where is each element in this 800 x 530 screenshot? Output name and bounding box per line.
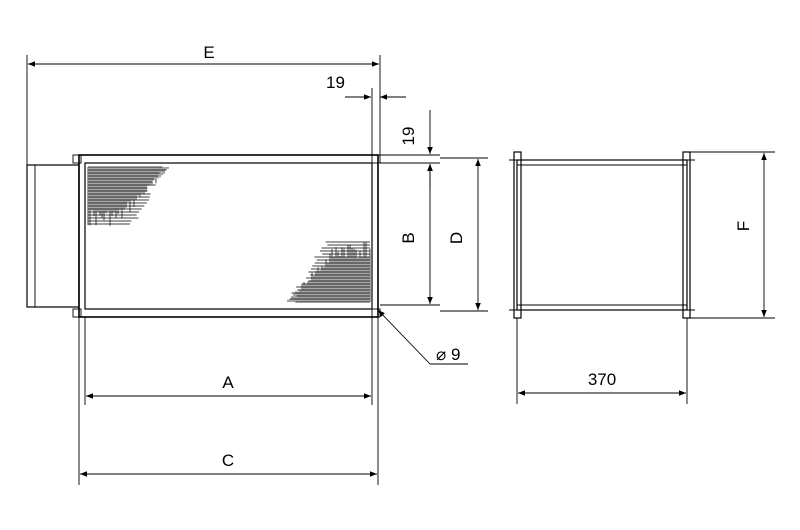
side-body [516,159,688,311]
dimension-19-side: 19 [380,110,440,190]
label-d: D [447,232,466,244]
dimension-a: A [84,317,373,405]
label-depth: 370 [588,370,616,389]
outer-frame [78,154,379,318]
dimension-e: E [26,43,381,165]
dimension-19-top: 19 [326,73,406,155]
side-view [509,151,695,319]
label-f: F [734,221,753,231]
label-b: B [399,232,418,243]
side-flange-left [513,151,522,319]
label-a: A [222,373,234,392]
inner-frame [84,162,373,310]
label-19-side: 19 [399,127,418,146]
label-e: E [203,43,214,62]
label-c: C [222,451,234,470]
filter-hatch-top-left [87,166,169,226]
label-19-top: 19 [326,73,345,92]
dimension-diameter: ⌀ 9 [377,309,468,365]
side-flange-right [682,151,691,319]
label-diameter: ⌀ 9 [436,345,460,364]
dimension-f: F [690,151,775,319]
dimension-b: B [380,164,440,306]
dimension-d: D [440,157,488,312]
front-view [26,154,381,318]
filter-hatch-bottom-right [287,241,371,303]
dimension-c: C [78,317,379,485]
dimension-370: 370 [516,318,688,404]
